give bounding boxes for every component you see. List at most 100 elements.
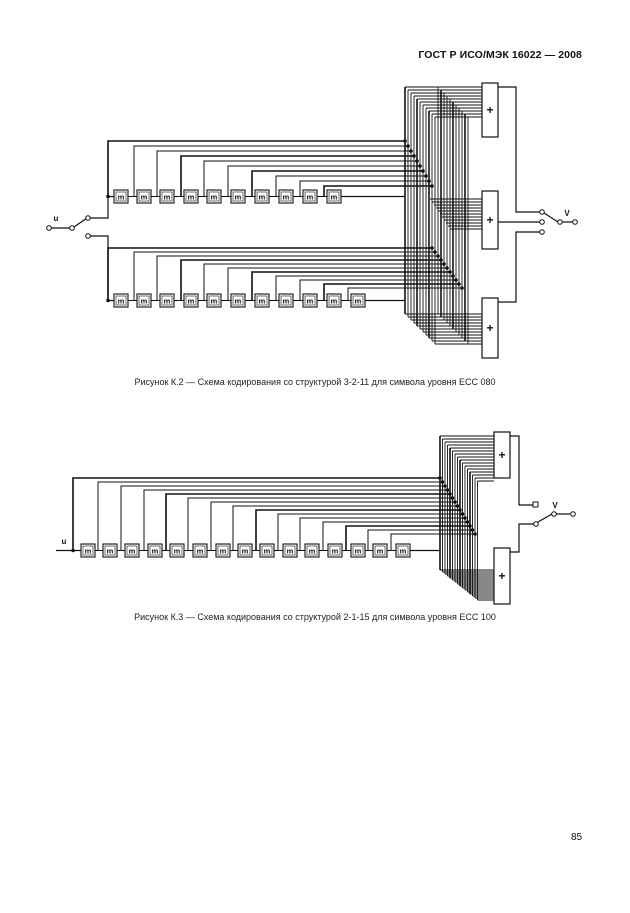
register-cell: m [254,189,270,204]
switch-contact-top [85,215,91,221]
register-inner [328,191,340,202]
feedback-tap [187,497,453,551]
register-cell: m [304,543,320,558]
register-inner [328,295,340,306]
register-label: m [287,547,294,556]
adder-block: + [481,190,499,250]
register-label: m [377,547,384,556]
register-inner [208,295,220,306]
feedback-tap [322,521,468,551]
adder-rect [481,297,499,359]
register-label: m [211,193,218,202]
feedback-tap-bottom [347,287,462,301]
register-label: m [259,297,266,306]
adder-rect [481,190,499,250]
output-label: V [552,501,558,510]
register-cell: m [169,543,185,558]
register-cell: m [147,543,163,558]
register-inner [397,545,409,556]
register-inner [284,545,296,556]
feedback-tap [232,505,458,551]
register-cell: m [302,189,318,204]
register-inner [280,295,292,306]
register-label: m [259,193,266,202]
feedback-tap-bottom [203,263,444,301]
adder-rect [481,82,499,138]
output-switch-blade [543,212,559,223]
adder-label: + [486,213,493,227]
register-cell: m [159,293,175,308]
register-cell: m [215,543,231,558]
register-label: m [309,547,316,556]
register-label: m [307,193,314,202]
register-label: m [141,297,148,306]
output-terminal [572,219,578,225]
register-label: m [283,297,290,306]
register-label: m [220,547,227,556]
register-cell: m [326,293,342,308]
adder-block: + [481,82,499,138]
register-cell: m [350,543,366,558]
input-label: u [54,214,59,223]
switch-pivot [69,225,75,231]
adder-rect [493,547,511,605]
adder-label: + [498,448,505,462]
feedback-tap-top [227,165,420,197]
register-cell: m [278,293,294,308]
register-cell: m [113,293,129,308]
register-cell: m [237,543,253,558]
register-label: m [107,547,114,556]
feedback-tap [299,517,465,551]
feedback-tap-bottom [275,275,453,301]
feedback-tap-bottom [227,267,447,301]
output-switch-blade [537,513,553,523]
register-cell: m [350,293,366,308]
output-label: V [564,209,570,218]
register-label: m [242,547,249,556]
register-inner [149,545,161,556]
feedback-tap-top [251,170,423,197]
adder-label: + [486,321,493,335]
figure-k2-caption: Рисунок К.2 — Схема кодирования со струк… [134,377,496,387]
register-inner [82,545,94,556]
register-cell: m [302,293,318,308]
register-inner [352,545,364,556]
register-inner [171,545,183,556]
feedback-tap [72,477,440,551]
input-wire-bottom [90,235,114,302]
register-label: m [85,547,92,556]
feedback-tap-top [133,145,408,197]
register-cell: m [395,543,411,558]
register-inner [185,295,197,306]
input-label: u [62,537,67,546]
register-cell: m [259,543,275,558]
adder-output [510,523,534,553]
register-inner [232,295,244,306]
register-label: m [164,297,171,306]
output-contact-2 [533,521,539,527]
register-label: m [235,193,242,202]
feedback-tap-bottom [133,251,435,301]
adder-output [510,435,534,506]
register-inner [304,191,316,202]
feedback-tap-top [275,175,426,197]
register-label: m [283,193,290,202]
register-inner [161,191,173,202]
register-inner [304,295,316,306]
output-contact-1 [539,209,545,215]
page-number: 85 [571,832,583,843]
register-cell: m [183,293,199,308]
register-inner [232,191,244,202]
feedback-tap-top [299,180,429,197]
register-label: m [211,297,218,306]
adder-label: + [486,103,493,117]
register-label: m [164,193,171,202]
feedback-tap-bottom [323,283,459,301]
register-label: m [152,547,159,556]
feedback-tap-bottom [107,247,432,301]
register-inner [217,545,229,556]
register-inner [115,191,127,202]
figure-k3-caption: Рисунок К.3 — Схема кодирования со струк… [134,612,496,622]
